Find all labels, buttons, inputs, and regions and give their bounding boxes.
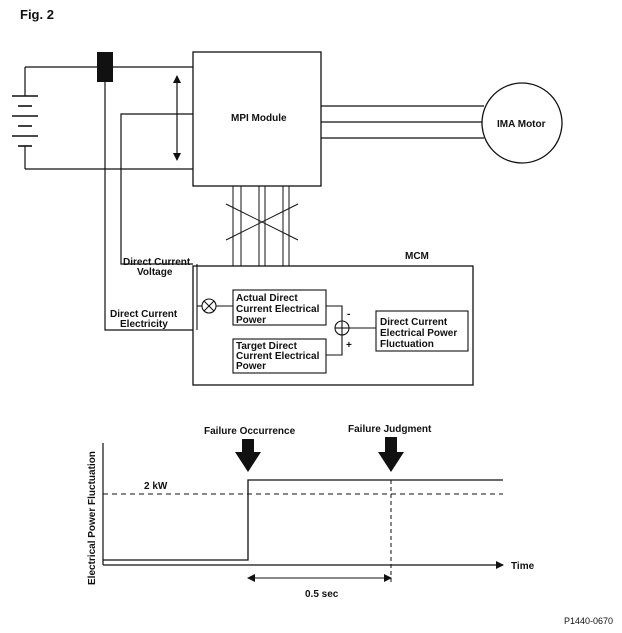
interval-label: 0.5 sec [305, 589, 339, 600]
voltage-label: Direct Current Voltage [123, 257, 193, 278]
minus-sign: - [347, 309, 350, 320]
mpi-module-box [192, 51, 322, 187]
failure-occurrence-arrow-icon [235, 439, 261, 472]
mcm-box [192, 265, 474, 386]
mcm-label: MCM [405, 251, 429, 262]
current-sensor-icon [97, 52, 113, 82]
mcm-signal-lines [196, 264, 376, 356]
actual-power-label: Actual Direct Current Electrical Power [236, 293, 322, 326]
figure-code: P1440-0670 [564, 616, 613, 626]
multiplier-icon [201, 298, 217, 314]
plus-sign: + [346, 340, 352, 351]
failure-occurrence-label: Failure Occurrence [204, 426, 296, 437]
phase-lines [321, 105, 484, 139]
actual-power-box [232, 289, 327, 326]
mpi-module-label: MPI Module [231, 113, 287, 124]
y-axis-label: Electrical Power Fluctuation [87, 451, 98, 585]
electricity-label: Direct Current Electricity [110, 309, 180, 330]
ima-motor-label: IMA Motor [497, 119, 546, 130]
failure-judgment-arrow-icon [378, 437, 404, 472]
x-axis-label: Time [511, 561, 535, 572]
battery-icon [12, 95, 38, 147]
target-power-box [232, 338, 327, 374]
summing-junction-icon [334, 320, 350, 336]
figure-label: Fig. 2 [20, 7, 54, 22]
control-bus [225, 186, 299, 266]
fluctuation-label: Direct Current Electrical Power Fluctuat… [380, 317, 460, 350]
fluctuation-box [375, 310, 469, 352]
battery-circuit [24, 66, 193, 331]
failure-judgment-label: Failure Judgment [348, 424, 432, 435]
threshold-label: 2 kW [144, 481, 168, 492]
power-fluctuation-trace [103, 479, 503, 561]
timing-axes [102, 443, 504, 569]
ima-motor-circle [481, 82, 563, 164]
target-power-label: Target Direct Current Electrical Power [236, 341, 322, 372]
